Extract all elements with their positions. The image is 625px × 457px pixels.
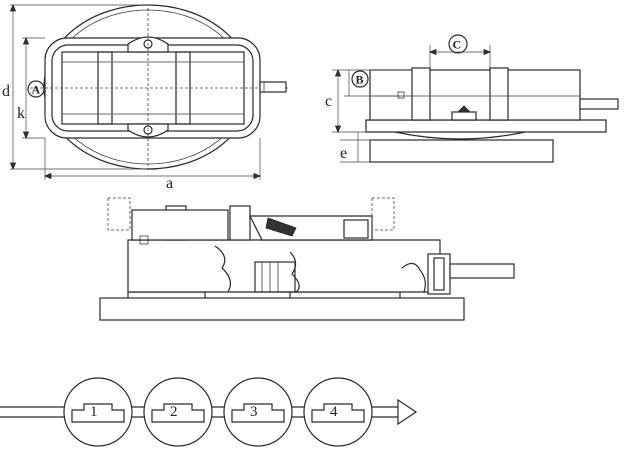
cutaway-screw-head xyxy=(343,219,369,239)
callout-b-circle xyxy=(351,70,369,88)
dim-a-arrow-right xyxy=(253,172,262,180)
step-2-label: 2 xyxy=(170,404,178,420)
callout-c-label: C xyxy=(453,38,462,52)
side-moving-jaw xyxy=(489,67,509,121)
step-3-label: 3 xyxy=(250,404,258,420)
cutaway-view xyxy=(99,197,515,321)
cutaway-break-2 xyxy=(289,251,300,293)
step-4-circle xyxy=(303,377,373,447)
step-2-circle xyxy=(143,377,213,447)
callout-b-label: B xyxy=(356,73,364,87)
side-fixed-jaw xyxy=(411,67,431,121)
cutaway-base xyxy=(99,297,465,321)
dim-c-arrow-bottom xyxy=(334,125,342,134)
cutaway-spindle-housing xyxy=(427,253,451,295)
cutaway-dashed-right xyxy=(371,197,395,231)
step-4-label: 4 xyxy=(330,404,338,420)
side-swivel-curve xyxy=(394,131,526,140)
dim-label-e: e xyxy=(340,145,347,162)
cutaway-base-step-left xyxy=(127,291,206,298)
cutaway-base-step-right xyxy=(289,291,401,298)
cutaway-spindle-bearing xyxy=(433,257,445,291)
cutaway-body xyxy=(127,239,441,293)
cutaway-break-3 xyxy=(401,262,426,293)
side-swivel-plate xyxy=(365,119,607,133)
side-stop-pin xyxy=(397,91,405,99)
dim-k-arrow-top xyxy=(22,36,30,45)
dim-label-a: a xyxy=(166,175,173,192)
cutaway-break-1 xyxy=(214,245,232,293)
dim-a-arrow-left xyxy=(43,172,52,180)
spindle-end xyxy=(259,81,287,93)
step-4-part xyxy=(311,403,365,423)
cutaway-jaw-block xyxy=(131,209,229,241)
dim-c-arrow-top xyxy=(334,68,342,77)
cutaway-nut xyxy=(254,261,296,293)
cutaway-spindle-shaft xyxy=(449,263,515,279)
side-knob-base xyxy=(451,111,477,121)
dim-C-arrow-right xyxy=(483,48,492,56)
callout-c-circle xyxy=(448,34,468,54)
dim-label-k: k xyxy=(17,105,25,122)
dim-d-arrow-top xyxy=(9,3,17,12)
side-base-plate xyxy=(369,139,554,163)
process-arrow-head xyxy=(397,398,418,426)
step-1-circle xyxy=(63,377,133,447)
dim-label-d: d xyxy=(2,83,10,100)
callout-a-label: A xyxy=(32,83,41,97)
callout-a-circle xyxy=(27,80,45,98)
dim-label-c: c xyxy=(325,93,332,110)
cutaway-wedge xyxy=(265,217,297,237)
process-steps: 1 2 3 4 xyxy=(0,377,418,447)
cutaway-dashed-left xyxy=(107,197,131,231)
dim-d-arrow-bottom xyxy=(9,162,17,171)
step-3-circle xyxy=(223,377,293,447)
top-view: a d k A xyxy=(2,3,290,192)
step-3-part xyxy=(231,403,285,423)
step-1-label: 1 xyxy=(90,404,98,420)
cutaway-upper-clamp xyxy=(249,215,373,241)
step-2-part xyxy=(151,403,205,423)
step-1-part xyxy=(71,403,125,423)
dim-k-arrow-bottom xyxy=(22,131,30,140)
side-spindle xyxy=(579,98,619,110)
side-view: C B c e xyxy=(325,34,619,163)
cutaway-moving-jaw xyxy=(229,205,251,241)
cutaway-stop xyxy=(139,235,149,245)
dim-C-arrow-left xyxy=(428,48,437,56)
